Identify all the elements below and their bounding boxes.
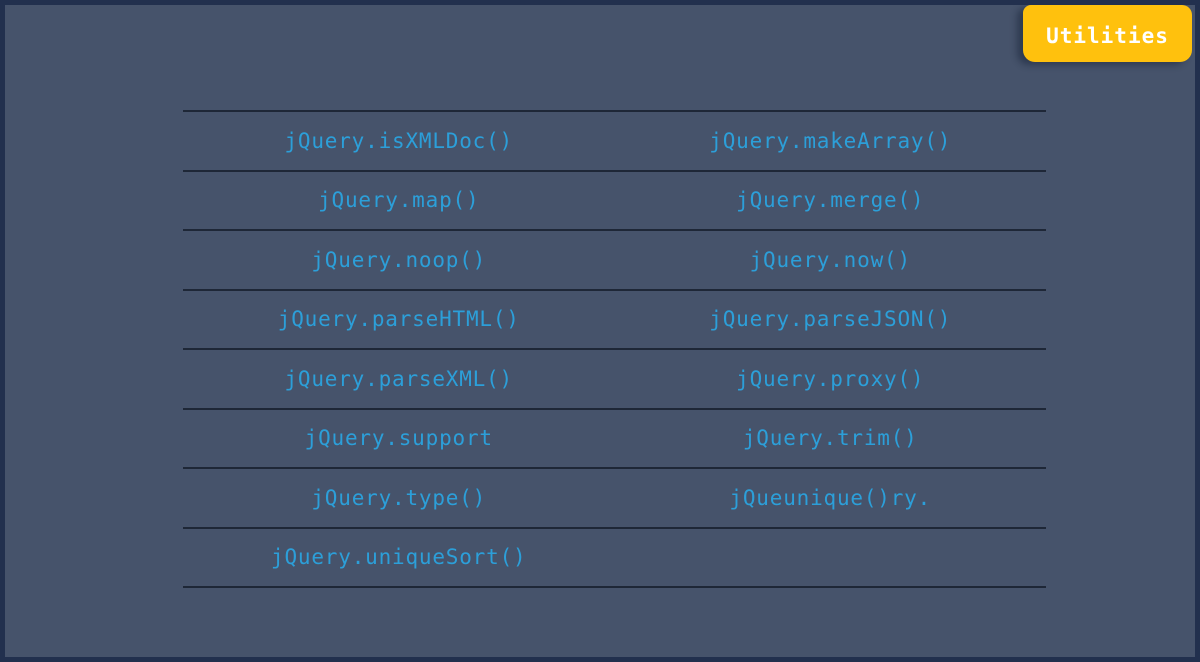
table-cell-right: jQueunique()ry. <box>615 469 1047 527</box>
function-link[interactable]: jQuery.proxy() <box>736 366 925 391</box>
function-link[interactable]: jQuery.now() <box>749 247 911 272</box>
table-cell-left: jQuery.uniqueSort() <box>183 529 615 587</box>
function-link[interactable]: jQuery.support <box>304 426 493 451</box>
tab-utilities[interactable]: Utilities <box>1023 5 1192 62</box>
function-link[interactable]: jQuery.parseXML() <box>284 366 514 391</box>
function-link[interactable]: jQuery.noop() <box>311 247 487 272</box>
table-cell-right <box>615 529 1047 587</box>
function-link[interactable]: jQuery.uniqueSort() <box>271 545 527 570</box>
table-cell-right: jQuery.proxy() <box>615 350 1047 408</box>
table-cell-left: jQuery.isXMLDoc() <box>183 112 615 170</box>
function-link[interactable]: jQuery.merge() <box>736 188 925 213</box>
function-link[interactable]: jQuery.isXMLDoc() <box>284 128 514 153</box>
function-link[interactable]: jQuery.parseHTML() <box>277 307 520 332</box>
table-cell-right: jQuery.makeArray() <box>615 112 1047 170</box>
function-link[interactable]: jQuery.map() <box>318 188 480 213</box>
table-cell-right: jQuery.now() <box>615 231 1047 289</box>
table-cell-left: jQuery.type() <box>183 469 615 527</box>
table-cell-right: jQuery.merge() <box>615 172 1047 230</box>
function-link[interactable]: jQuery.makeArray() <box>709 128 952 153</box>
table-row: jQuery.parseXML() jQuery.proxy() <box>183 348 1046 408</box>
table-row: jQuery.map() jQuery.merge() <box>183 169 1047 230</box>
utilities-table: jQuery.isXMLDoc() jQuery.makeArray() jQu… <box>183 110 1046 588</box>
function-link[interactable]: jQuery.trim() <box>742 426 918 451</box>
tab-utilities-label: Utilities <box>1046 23 1169 48</box>
table-row: jQuery.support jQuery.trim() <box>183 407 1047 468</box>
table-row: jQuery.isXMLDoc() jQuery.makeArray() <box>183 110 1046 170</box>
function-link[interactable]: jQueunique()ry. <box>729 485 932 510</box>
table-cell-left: jQuery.parseHTML() <box>183 291 615 349</box>
table-row: jQuery.parseHTML() jQuery.parseJSON() <box>183 288 1047 349</box>
function-link[interactable]: jQuery.parseJSON() <box>709 307 952 332</box>
function-link[interactable]: jQuery.type() <box>311 485 487 510</box>
table-row: jQuery.uniqueSort() <box>183 526 1047 587</box>
table-row: jQuery.noop() jQuery.now() <box>183 229 1046 289</box>
table-cell-left: jQuery.support <box>183 410 615 468</box>
table-cell-right: jQuery.trim() <box>615 410 1047 468</box>
table-cell-right: jQuery.parseJSON() <box>615 291 1047 349</box>
table-cell-left: jQuery.noop() <box>183 231 615 289</box>
table-row: jQuery.type() jQueunique()ry. <box>183 467 1046 527</box>
table-cell-left: jQuery.parseXML() <box>183 350 615 408</box>
table-cell-left: jQuery.map() <box>183 172 615 230</box>
